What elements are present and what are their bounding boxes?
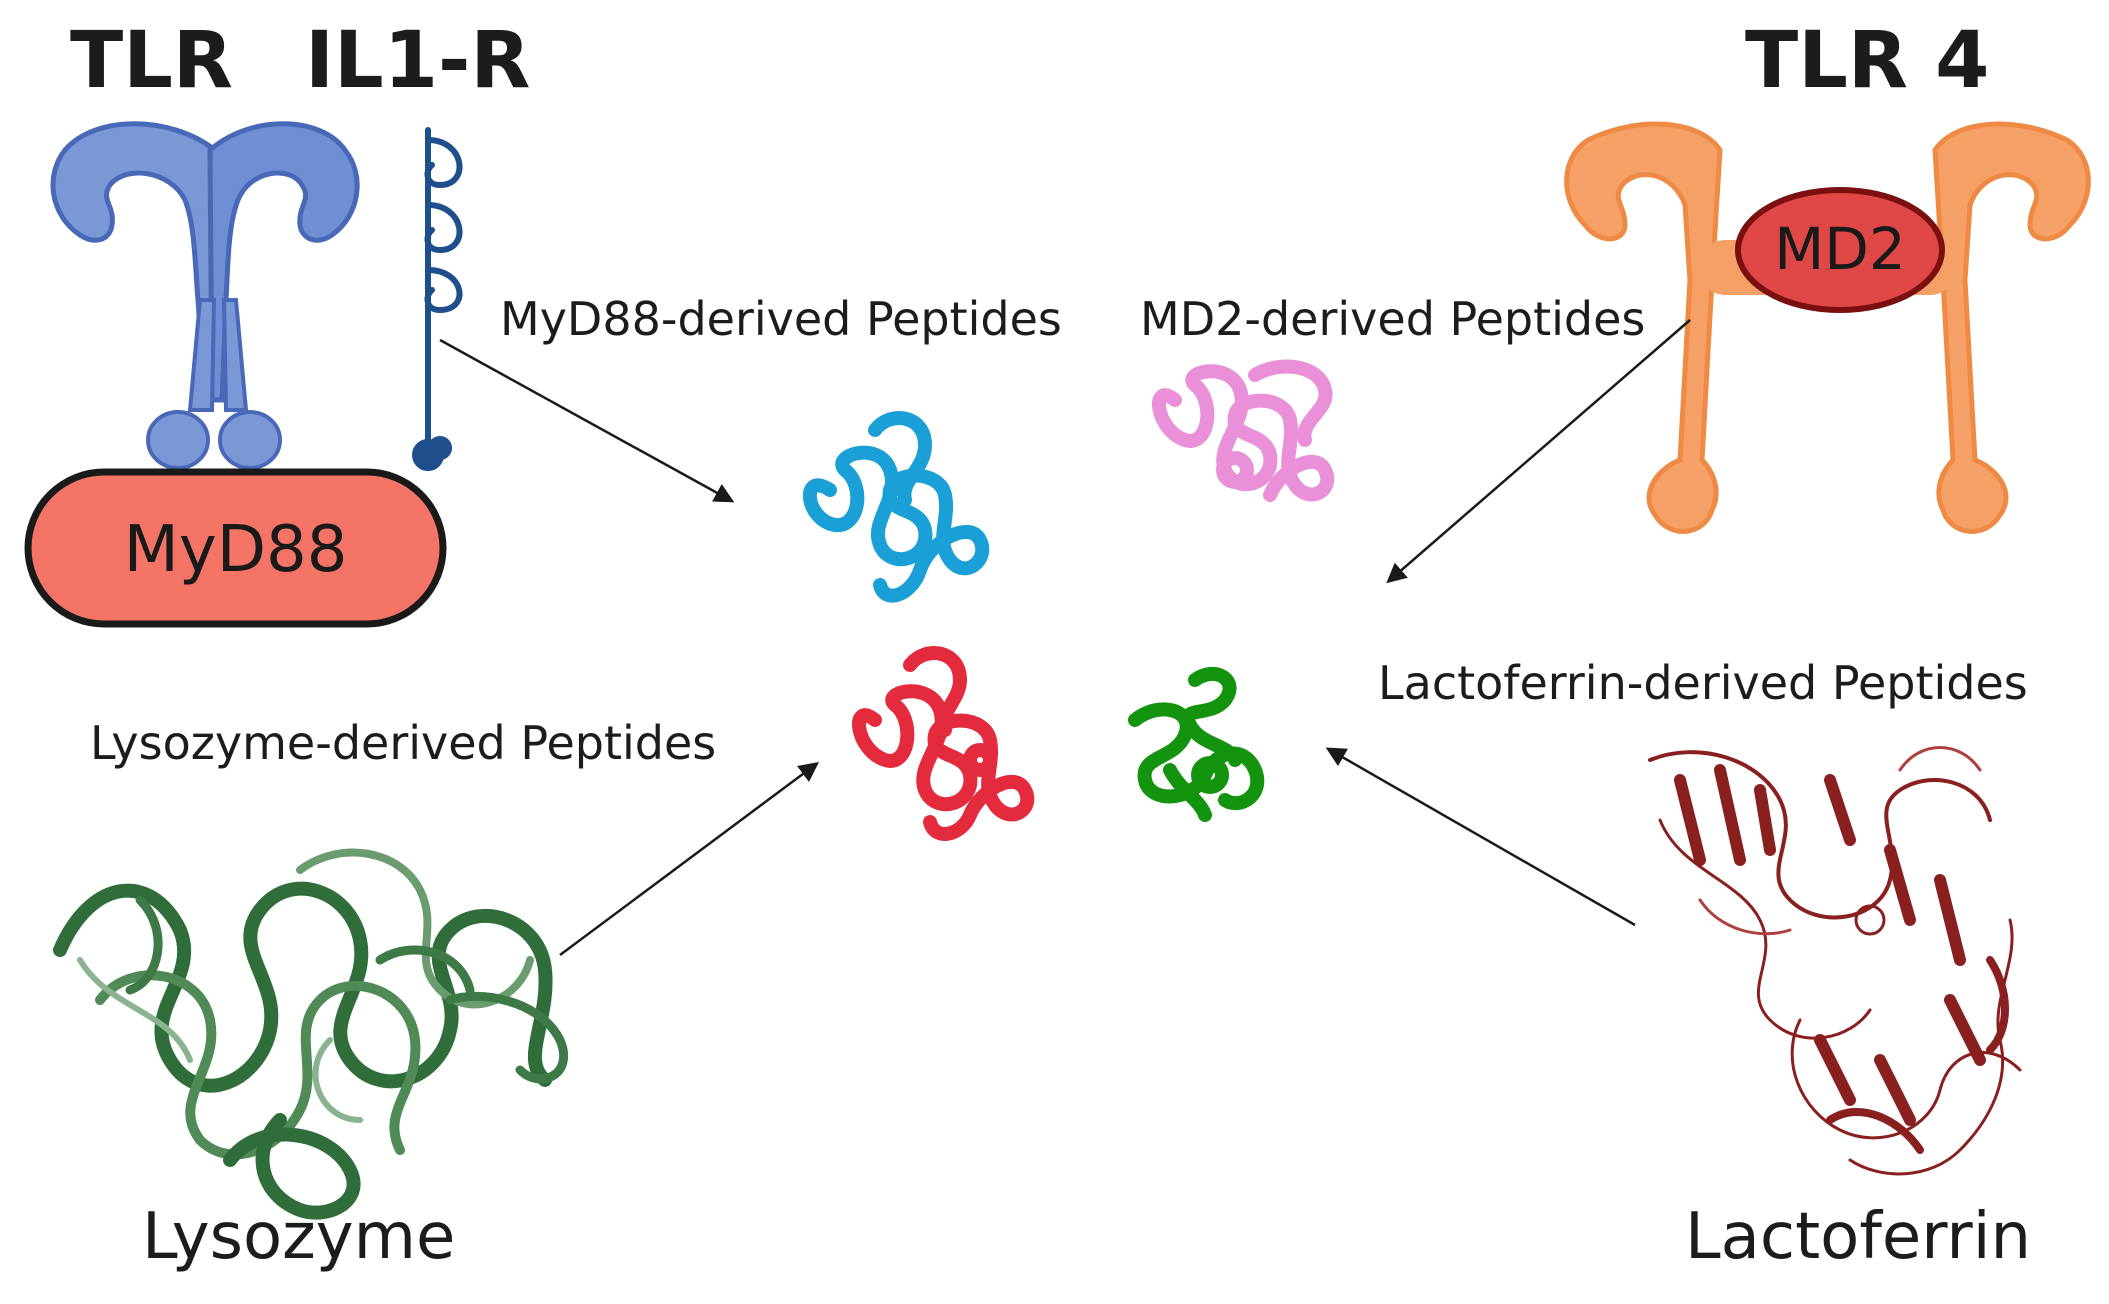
- md2-peptides-label: MD2-derived Peptides: [1140, 292, 1646, 346]
- arrow-lysozyme-to-peptides: [559, 762, 820, 957]
- tlr4-left-arm: [1564, 121, 1723, 534]
- tlr4-title: TLR 4: [1745, 16, 1990, 106]
- il1r-receptor: [412, 127, 463, 471]
- lactoferrin-label: Lactoferrin: [1685, 1200, 2032, 1274]
- tlr-tir-left: [146, 410, 210, 470]
- lactoferrin-structure: [1648, 746, 2022, 1176]
- md2-label: MD2: [1774, 215, 1906, 283]
- peptide-lysozyme: [852, 646, 1035, 841]
- peptide-md2: [1152, 359, 1335, 502]
- tlr-title: TLR: [70, 16, 233, 106]
- il1r-title: IL1-R: [305, 16, 531, 106]
- arrow-lactoferrin-to-peptides: [1325, 747, 1636, 927]
- myd88-node: [24, 468, 447, 628]
- lysozyme-label: Lysozyme: [142, 1200, 456, 1274]
- tlr-receptor: [50, 121, 360, 470]
- tlr-tir-right: [218, 410, 282, 470]
- tlr-right-ectodomain: [207, 121, 360, 403]
- peptide-myd88: [802, 411, 990, 603]
- peptide-lactoferrin: [1128, 667, 1265, 822]
- lysozyme-structure: [53, 848, 569, 1220]
- arrows: [439, 319, 1691, 957]
- md2-node: [1735, 187, 1945, 313]
- lactoferrin-peptides-label: Lactoferrin-derived Peptides: [1378, 656, 2028, 710]
- tlr-left-ectodomain: [50, 121, 218, 403]
- tlr4-right-arm: [1932, 121, 2091, 534]
- lysozyme-peptides-label: Lysozyme-derived Peptides: [90, 716, 717, 770]
- arrow-tlr4-to-md2-peptides: [1386, 319, 1691, 584]
- myd88-label: MyD88: [123, 513, 348, 587]
- myd88-peptides-label: MyD88-derived Peptides: [500, 292, 1062, 346]
- tlr-transmembrane: [187, 298, 249, 412]
- arrow-il1r-to-myd88-peptides: [439, 338, 735, 503]
